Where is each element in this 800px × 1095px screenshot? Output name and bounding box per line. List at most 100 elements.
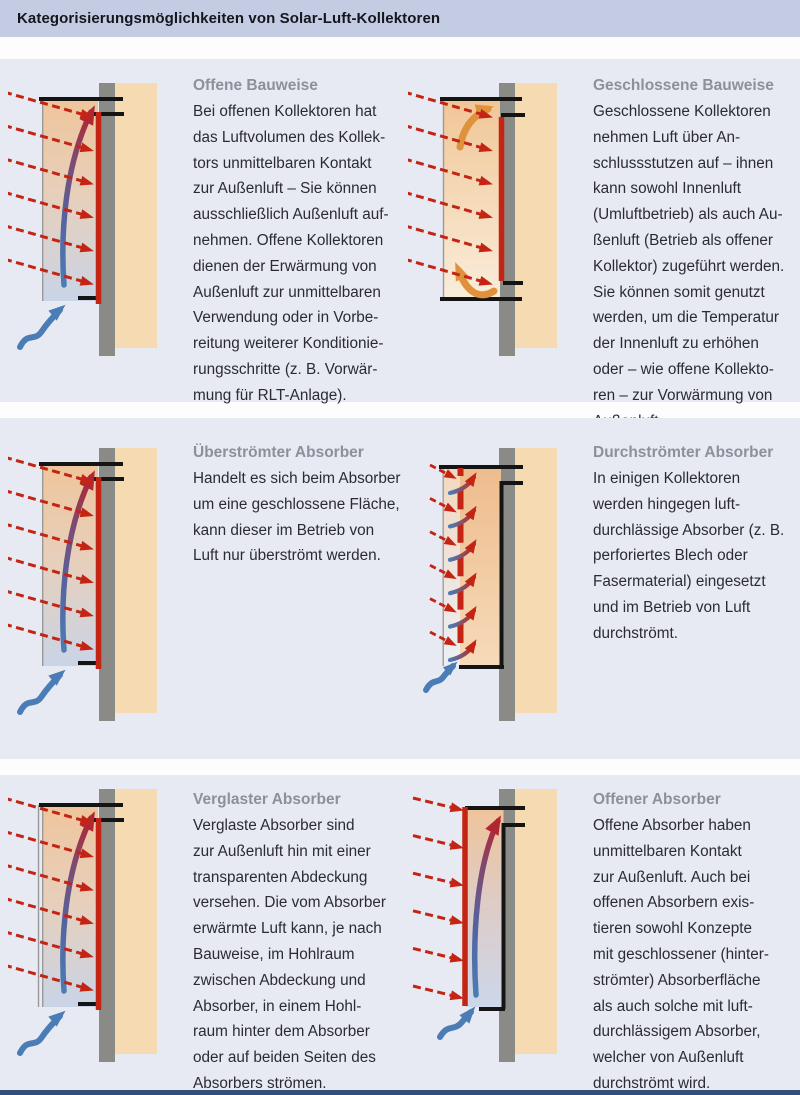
diagram-glazed-absorber [8,785,183,1085]
outside-air-inlet-arrow [437,1006,476,1040]
arrowhead [79,276,94,286]
panel-body: Bei offenen Kollektoren hat das Luftvolu… [193,103,389,404]
arrowhead [443,536,457,546]
diagram-closed-collector [408,79,583,379]
panel-heading: Überströmter Absorber [193,444,364,461]
panel-text-block: Verglaster Absorber Verglaste Absorber s… [193,789,401,1095]
arrowhead [443,602,457,613]
collector-schematic [423,448,557,721]
bottom-rule [0,1090,800,1095]
arrowhead [478,175,493,186]
panel-verglaster-absorber: Verglaster Absorber Verglaste Absorber s… [0,775,400,1092]
solar-radiation-arrows [8,456,94,651]
arrowhead [449,802,464,813]
arrowhead [443,469,457,479]
arrowhead [464,539,477,554]
arrowhead [79,982,94,992]
arrowhead [464,472,477,487]
outside-air-inlet-arrow [17,669,66,715]
panel-heading: Verglaster Absorber [193,791,341,808]
outside-air-inlet-arrow [17,1010,66,1056]
masonry-layer [515,448,557,713]
panel-heading: Offener Absorber [593,791,721,808]
collector-air-gap [460,467,501,666]
panel-heading: Durchströmter Absorber [593,444,774,461]
solar-radiation-arrows [8,91,94,286]
panel-text-block: Geschlossene Bauweise Geschlossene Kolle… [593,75,800,434]
panel-offener-absorber: Offener Absorber Offene Absorber haben u… [400,775,800,1092]
frame-lines [440,97,525,301]
arrowhead [79,175,94,186]
collector-air-gap [443,100,500,298]
panel-offene-bauweise: Offene Bauweise Bei offenen Kollektoren … [0,59,400,404]
arrowhead [79,209,94,219]
arrowhead [79,607,94,618]
row-absorber-bauart: Verglaster Absorber Verglaste Absorber s… [0,775,800,1092]
diagram-overflowed-absorber [8,444,183,744]
frame-lines [465,806,525,1011]
diagram-through-flow-absorber [408,444,583,744]
masonry-layer [515,789,557,1054]
arrowhead [79,109,94,119]
through-flow-arrows [447,472,477,663]
arrowhead [478,276,493,286]
arrowhead [443,502,457,513]
wall-layer [99,789,115,1062]
heated-airflow-arrow [471,815,501,998]
arrowhead [79,815,94,825]
solar-radiation-arrows [8,797,94,992]
arrowhead [79,474,94,484]
arrowhead [79,641,94,651]
arrowhead [79,915,94,925]
diagram-open-absorber [408,785,583,1085]
row-stroemung: Überströmter Absorber Handelt es sich be… [0,418,800,759]
arrowhead [449,840,464,850]
arrowhead [449,952,464,963]
arrowhead [442,661,458,676]
panel-text-block: Offene Bauweise Bei offenen Kollektoren … [193,75,401,409]
arrowhead [79,848,94,859]
diagram-open-collector [8,79,183,379]
panel-durchstroemter-absorber: Durchströmter Absorber In einigen Kollek… [400,418,800,759]
outside-air-inlet-arrow [423,661,458,693]
masonry-layer [115,448,157,713]
arrowhead [464,639,477,654]
panel-body: Handelt es sich beim Absorber um eine ge… [193,470,401,565]
solar-radiation-arrows [412,796,464,1001]
outer-air-gap [444,467,460,666]
wall-layer [99,448,115,721]
masonry-layer [515,83,557,348]
panel-text-block: Überströmter Absorber Handelt es sich be… [193,442,401,569]
panel-body: Verglaste Absorber sind zur Außenluft hi… [193,817,387,1092]
arrowhead [464,505,477,521]
arrowhead [478,209,493,219]
arrowhead [79,507,94,518]
page-title: Kategorisierungsmöglichkeiten von Solar-… [17,10,441,27]
panel-geschlossene-bauweise: Geschlossene Bauweise Geschlossene Kolle… [400,59,800,430]
arrowhead [79,881,94,892]
solar-radiation-arrows [408,91,493,286]
arrowhead [79,242,94,253]
row-bauweise: Offene Bauweise Bei offenen Kollektoren … [0,59,800,430]
arrowhead [79,574,94,584]
collector-schematic [8,789,157,1062]
collector-schematic [412,789,557,1062]
panel-text-block: Offener Absorber Offene Absorber haben u… [593,789,800,1095]
arrowhead [48,304,66,321]
solar-radiation-arrows [429,463,457,646]
title-bar: Kategorisierungsmöglichkeiten von Solar-… [0,0,800,37]
arrowhead [449,877,464,888]
arrowhead [478,109,493,119]
outside-air-inlet-arrow [17,304,66,350]
arrowhead [79,540,94,551]
frame-lines [439,465,523,669]
arrowhead [459,1006,476,1024]
arrowhead [48,1010,66,1027]
panel-body: In einigen Kollektoren werden hingegen l… [593,470,785,642]
masonry-layer [115,789,157,1054]
collector-schematic [408,83,557,356]
arrowhead [79,948,94,959]
arrowhead [443,636,457,646]
arrowhead [443,569,457,580]
